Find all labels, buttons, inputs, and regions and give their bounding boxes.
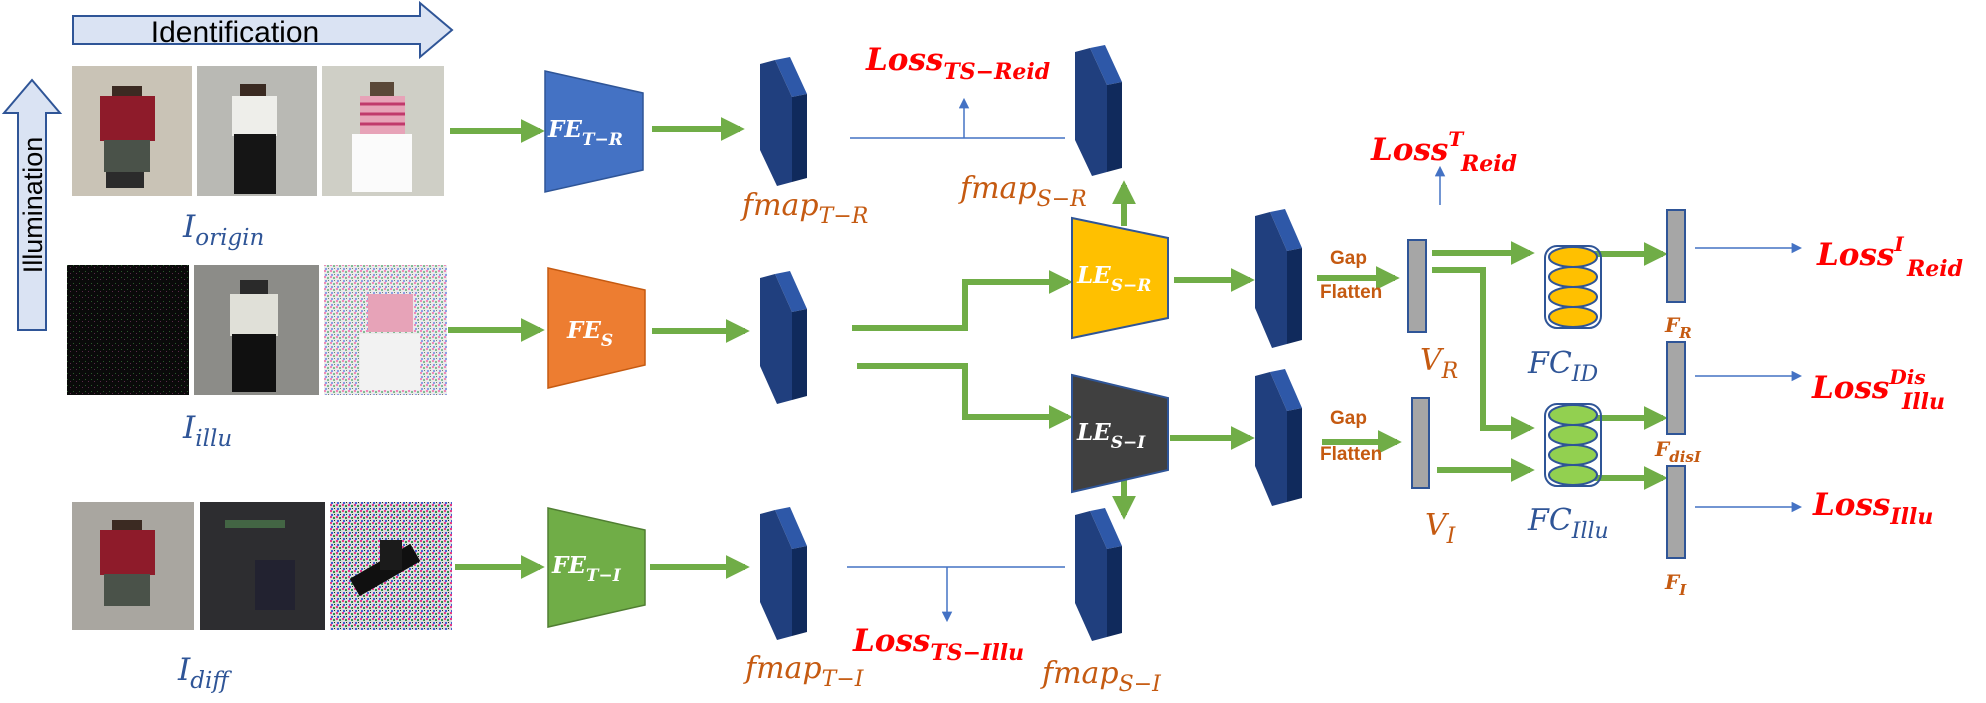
illu-image-row (67, 265, 447, 395)
vr-vector (1407, 239, 1427, 333)
vi-label: VI (1425, 508, 1457, 549)
diff-input-label: Idiff (177, 652, 232, 694)
gap-label-i: Gap (1330, 408, 1367, 429)
fmap-sr-label: fmapS−R (958, 171, 1087, 212)
fr-label: FR (1664, 313, 1692, 342)
loss-ts-illu-label: LossTS−Illu (852, 623, 1024, 666)
svg-text:fmapS−R: fmapS−R (958, 171, 1087, 212)
fdisi-vector (1666, 341, 1686, 435)
diff-image-1 (72, 502, 194, 630)
fdisi-label: FdisI (1654, 437, 1702, 466)
loss-dis-illu-label: LossDis Illu (1811, 365, 1945, 415)
svg-text:FR: FR (1664, 313, 1692, 342)
fmap-si-cube (1075, 508, 1122, 641)
svg-text:LossIllu: LossIllu (1812, 487, 1933, 530)
fe-tr-label: FET−R (547, 116, 623, 150)
svg-text:Iillu: Iillu (182, 410, 232, 452)
fmap-ti-cube (760, 507, 807, 640)
svg-text:LossDis: LossDis (1811, 365, 1926, 406)
diff-image-row (72, 502, 452, 630)
gap-label-r: Gap (1330, 248, 1367, 269)
fmap-s-cube (760, 271, 807, 404)
svg-text:LossT: LossT (1370, 127, 1465, 168)
illu-image-1 (67, 265, 189, 395)
le-si-block: LES−I (1071, 373, 1169, 494)
fe-ti-block: FET−I (547, 507, 646, 628)
svg-text:fmapS−I: fmapS−I (1040, 656, 1162, 697)
svg-text:Reid: Reid (1906, 256, 1963, 282)
identification-label: Identification (151, 16, 319, 49)
fmap-ti-label: fmapT−I (743, 651, 865, 692)
fc-illu-label: FCIllu (1527, 503, 1609, 544)
illu-image-2 (194, 265, 319, 395)
svg-text:FI: FI (1664, 570, 1687, 599)
illumination-arrow: Illumination (1, 78, 63, 331)
illu-image-3 (324, 265, 447, 395)
origin-image-2 (197, 66, 317, 196)
le-sr-block: LES−R (1071, 216, 1169, 340)
le-si-label: LES−I (1076, 419, 1146, 453)
loss-ts-reid-label: LossTS−Reid (865, 42, 1050, 85)
svg-text:fmapT−R: fmapT−R (740, 188, 868, 229)
fc-id-label: FCID (1527, 346, 1598, 387)
loss-t-reid-label: LossT Reid (1370, 127, 1517, 177)
fe-s-label: FES (566, 317, 613, 351)
svg-text:Idiff: Idiff (177, 652, 232, 694)
illumination-label: Illumination (18, 137, 48, 274)
fmap-tr-label: fmapT−R (740, 188, 868, 229)
origin-image-3 (322, 66, 444, 196)
fmap-r-cube (1255, 209, 1302, 348)
svg-text:FCID: FCID (1527, 346, 1598, 387)
svg-text:Reid: Reid (1460, 151, 1517, 177)
svg-text:VR: VR (1420, 343, 1458, 384)
fe-s-block: FES (547, 267, 646, 389)
le-sr-label: LES−R (1076, 262, 1151, 296)
diff-image-3 (330, 502, 452, 630)
svg-text:LossI: LossI (1816, 232, 1904, 273)
origin-image-1 (72, 66, 192, 196)
illu-input-label: Iillu (182, 410, 232, 452)
fr-vector (1666, 209, 1686, 303)
svg-text:LossTS−Illu: LossTS−Illu (852, 623, 1024, 666)
fe-ti-label: FET−I (551, 552, 622, 586)
green-connectors (448, 117, 1668, 579)
loss-i-reid-label: LossI Reid (1816, 232, 1963, 282)
fmap-tr-cube (760, 57, 807, 186)
fmap-sr-cube (1075, 45, 1122, 176)
svg-text:FCIllu: FCIllu (1527, 503, 1609, 544)
svg-text:FdisI: FdisI (1654, 437, 1702, 466)
identification-arrow: Identification (72, 0, 454, 60)
fi-label: FI (1664, 570, 1687, 599)
vr-label: VR (1420, 343, 1458, 384)
origin-image-row (72, 66, 444, 196)
fmap-i-cube (1255, 369, 1302, 506)
fc-illu-block (1544, 403, 1602, 487)
loss-connectors (847, 97, 1803, 623)
origin-input-label: Iorigin (182, 209, 264, 251)
svg-text:VI: VI (1425, 508, 1457, 549)
flatten-label-i: Flatten (1320, 444, 1382, 465)
svg-text:Iorigin: Iorigin (182, 209, 264, 251)
svg-text:Illu: Illu (1901, 389, 1945, 415)
svg-text:LossTS−Reid: LossTS−Reid (865, 42, 1050, 85)
svg-text:fmapT−I: fmapT−I (743, 651, 865, 692)
fe-tr-block: FET−R (544, 70, 644, 193)
fmap-si-label: fmapS−I (1040, 656, 1162, 697)
flatten-label-r: Flatten (1320, 282, 1382, 303)
vi-vector (1411, 397, 1430, 489)
fi-vector (1666, 465, 1686, 559)
loss-illu-label: LossIllu (1812, 487, 1933, 530)
diff-image-2 (200, 502, 325, 630)
fc-id-block (1544, 245, 1602, 329)
